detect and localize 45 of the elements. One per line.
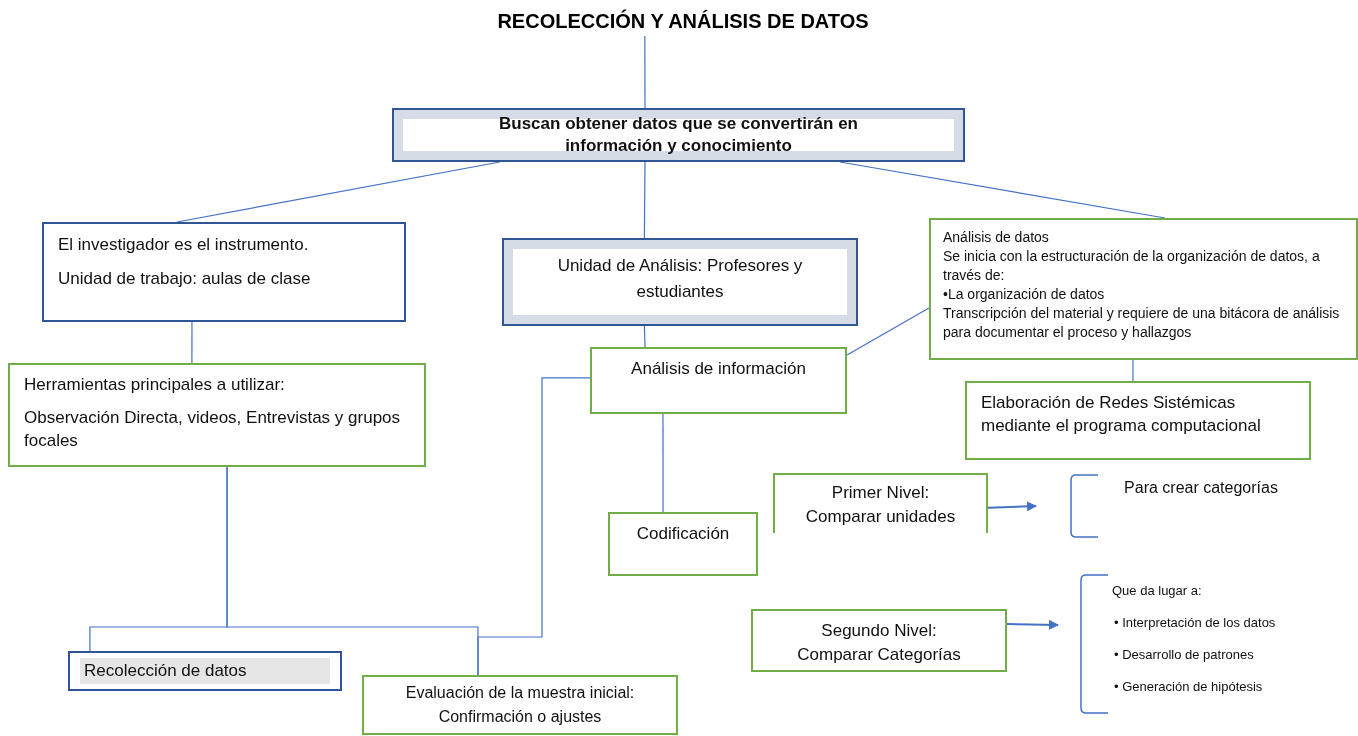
note-text: • Generación de hipótesis: [1113, 678, 1263, 696]
process-box: [590, 347, 847, 414]
process-box: [68, 651, 342, 691]
connector-line: [644, 35, 646, 109]
process-box: [929, 218, 1358, 360]
box-text: Transcripción del material y requiere de una bitácora de análisis para documentar el proceso y hallazgos: [943, 304, 1341, 342]
box-text: Unidad de Análisis: Profesores y estudiantes: [556, 255, 804, 303]
note-text: • Interpretación de los datos: [1113, 614, 1276, 632]
process-box: [362, 675, 678, 735]
box-text: Análisis de información: [631, 358, 806, 380]
connector-line: [662, 413, 664, 513]
arrow: [1006, 619, 1059, 630]
connector-line: [1132, 359, 1134, 382]
box-text: Buscan obtener datos que se convertirán en información y conocimiento: [498, 113, 859, 157]
note-text: Que da lugar a:: [1112, 582, 1202, 600]
title-text: RECOLECCIÓN Y ANÁLISIS DE DATOS: [497, 8, 869, 34]
box-text: Codificación: [636, 523, 730, 545]
unit-box: [502, 238, 858, 326]
process-box: [751, 609, 1007, 672]
process-box: [608, 512, 758, 576]
connector-line: [191, 321, 193, 364]
connector-line: [643, 161, 646, 239]
main-box: [392, 108, 965, 162]
process-box: [965, 381, 1311, 460]
process-box: [773, 473, 988, 533]
arrow: [987, 501, 1037, 512]
box-text: Unidad de trabajo: aulas de clase: [58, 268, 312, 290]
info-box: [42, 222, 406, 322]
note-text: Para crear categorías: [1123, 478, 1279, 498]
box-text: Análisis de datos: [943, 228, 1049, 247]
box-text: Evaluación de la muestra inicial: Confirmación o ajustes: [404, 683, 636, 727]
box-text: Segundo Nivel: Comparar Categorías: [796, 620, 962, 666]
box-text: Elaboración de Redes Sistémicas mediante el programa computacional: [981, 392, 1262, 437]
process-box: [8, 363, 426, 467]
box-text: Se inicia con la estructuración de la organización de datos, a través de:: [943, 247, 1321, 285]
note-text: • Desarrollo de patrones: [1113, 646, 1254, 664]
box-text: Observación Directa, videos, Entrevistas y grupos focales: [24, 407, 402, 452]
box-text: •La organización de datos: [943, 285, 1105, 304]
box-text: Herramientas principales a utilizar:: [24, 374, 285, 396]
box-text: El investigador es el instrumento.: [58, 234, 310, 256]
box-text: Recolección de datos: [83, 660, 248, 683]
connector-line: [643, 325, 646, 348]
connector-line: [846, 307, 930, 356]
box-text: Primer Nivel: Comparar unidades: [804, 482, 957, 528]
connector-line: [226, 466, 479, 676]
